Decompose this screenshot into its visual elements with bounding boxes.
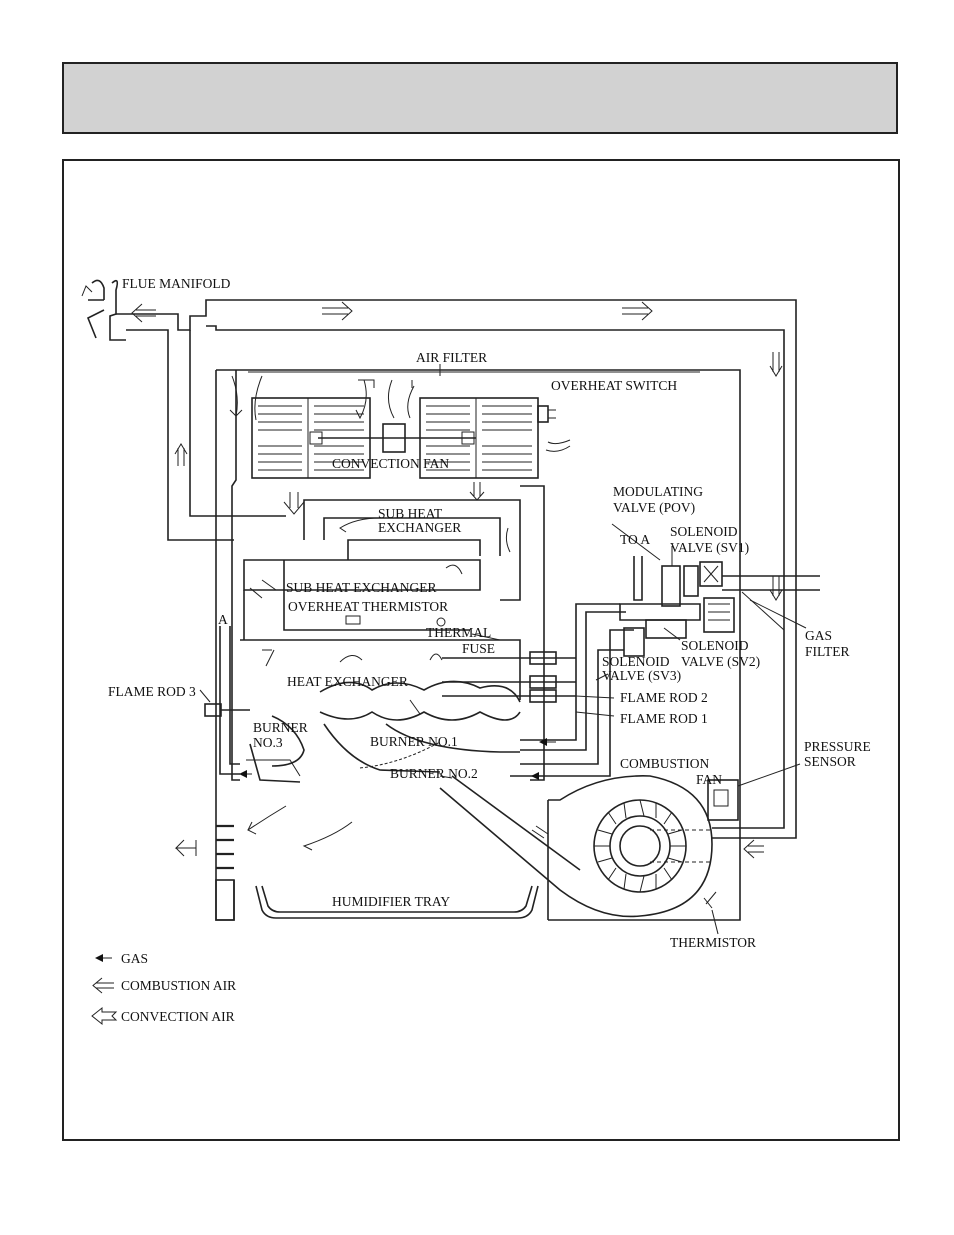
label-sub-heat-exchanger-top-2: EXCHANGER: [378, 520, 461, 535]
convection-air-arrows: [174, 375, 571, 857]
heat-exchanger: [240, 639, 521, 783]
air-filter: [232, 364, 700, 376]
label-pressure-sensor-1: PRESSURE: [804, 739, 871, 754]
label-solenoid-sv1-2: VALVE (SV1): [670, 540, 749, 555]
flue-manifold-duct: [81, 279, 797, 839]
labels: FLUE MANIFOLD AIR FILTER OVERHEAT SWITCH…: [108, 276, 871, 950]
label-solenoid-sv1-1: SOLENOID: [670, 524, 738, 539]
label-flue-manifold: FLUE MANIFOLD: [122, 276, 231, 291]
label-combustion-fan-2: FAN: [696, 772, 722, 787]
label-thermistor: THERMISTOR: [670, 935, 756, 950]
label-solenoid-sv2-1: SOLENOID: [681, 638, 749, 653]
gas-valve-assembly: [619, 546, 820, 657]
thermistor: [703, 891, 719, 935]
label-convection-fan: CONVECTION FAN: [332, 456, 449, 471]
label-combustion-fan-1: COMBUSTION: [620, 756, 710, 771]
label-flame-rod-3: FLAME ROD 3: [108, 684, 196, 699]
legend-item-convection-air: CONVECTION AIR: [91, 1006, 235, 1026]
leader-lines: [199, 523, 807, 779]
pressure-sensor: [707, 763, 801, 821]
fan-blades: [594, 799, 686, 893]
label-burner-2: BURNER NO.2: [390, 766, 478, 781]
label-sub-heat-exchanger-top-1: SUB HEAT: [378, 506, 443, 521]
label-thermal-fuse-2: FUSE: [462, 641, 495, 656]
legend-label-gas: GAS: [121, 951, 148, 966]
gas-lines: [442, 603, 634, 777]
legend-label-convection-air: CONVECTION AIR: [121, 1009, 235, 1024]
label-flame-rod-1: FLAME ROD 1: [620, 711, 708, 726]
header-band: [62, 62, 898, 134]
label-overheat-switch: OVERHEAT SWITCH: [551, 378, 677, 393]
label-pressure-sensor-2: SENSOR: [804, 754, 856, 769]
combustion-air-arrow-icon: [92, 977, 114, 994]
label-solenoid-sv3-1: SOLENOID: [602, 654, 670, 669]
legend-item-combustion-air: COMBUSTION AIR: [92, 977, 236, 994]
convection-air-arrow-icon: [91, 1006, 118, 1026]
label-humidifier-tray: HUMIDIFIER TRAY: [332, 894, 450, 909]
label-overheat-thermistor: OVERHEAT THERMISTOR: [288, 599, 448, 614]
label-flame-rod-2: FLAME ROD 2: [620, 690, 708, 705]
overheat-switch: [537, 405, 556, 423]
diagram-frame: [62, 159, 900, 1141]
combustion-fan: [439, 775, 713, 918]
label-burner-3-2: NO.3: [253, 735, 283, 750]
pipe-a: [204, 626, 250, 775]
legend: GAS COMBUSTION AIR CONVECTION AIR: [91, 951, 236, 1026]
exhaust-vent: [215, 824, 235, 921]
label-modulating-valve-2: VALVE (POV): [613, 500, 695, 515]
label-air-filter: AIR FILTER: [416, 350, 487, 365]
label-a-marker: A: [218, 612, 228, 627]
label-gas-filter-2: FILTER: [805, 644, 850, 659]
legend-label-combustion-air: COMBUSTION AIR: [121, 978, 236, 993]
label-sub-heat-exchanger: SUB HEAT EXCHANGER: [286, 580, 437, 595]
label-solenoid-sv3-2: VALVE (SV3): [602, 668, 681, 683]
gas-arrows: [239, 738, 556, 780]
label-to-a: TO A: [620, 532, 650, 547]
label-solenoid-sv2-2: VALVE (SV2): [681, 654, 760, 669]
label-gas-filter-1: GAS: [805, 628, 832, 643]
label-burner-1: BURNER NO.1: [370, 734, 458, 749]
label-heat-exchanger: HEAT EXCHANGER: [287, 674, 408, 689]
sub-heat-exchanger: [243, 499, 521, 640]
humidifier-tray: [255, 885, 539, 919]
label-thermal-fuse-1: THERMAL: [426, 625, 491, 640]
label-modulating-valve-1: MODULATING: [613, 484, 703, 499]
combustion-air-arrows: [131, 301, 783, 859]
convection-fan: [251, 379, 539, 479]
label-burner-3-1: BURNER: [253, 720, 308, 735]
legend-item-gas: GAS: [95, 951, 148, 966]
